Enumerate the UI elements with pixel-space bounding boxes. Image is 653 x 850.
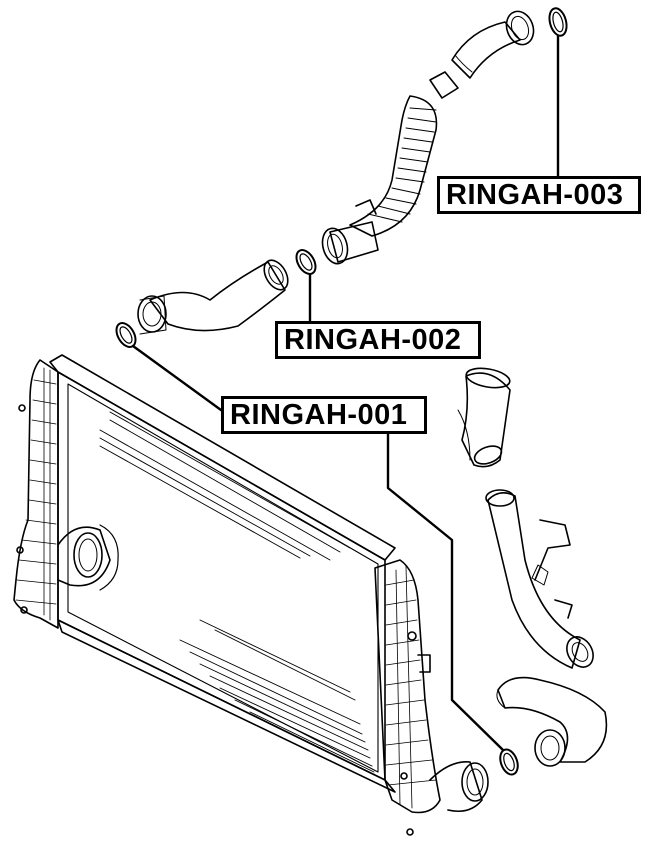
left-tank-bolt-2 — [16, 546, 24, 554]
callout-ringah-002: RINGAH-002 — [275, 321, 481, 359]
intercooler-top-rail — [49, 354, 396, 561]
top-pipe-assembly — [321, 10, 535, 265]
hose-bracket — [355, 199, 377, 215]
top-elbow-end — [505, 10, 535, 46]
hose-ribs — [367, 107, 437, 223]
intercooler-right-tank — [374, 559, 441, 814]
callout-ringah-001: RINGAH-001 — [221, 396, 427, 434]
top-elbow — [451, 21, 521, 79]
o-ring-001-lower — [499, 748, 519, 776]
right-tank-grid — [385, 565, 437, 809]
leader-001-upper — [131, 344, 223, 412]
left-outlet-pipe — [57, 526, 111, 587]
hose-lower-opening — [321, 227, 349, 265]
o-ring-003 — [548, 7, 568, 37]
right-tank-bolt-2 — [400, 772, 408, 780]
hose-lower-end — [329, 221, 379, 263]
corrugated-hose — [349, 95, 438, 237]
right-tank-bracket — [417, 654, 431, 673]
left-tank-grid — [15, 367, 57, 621]
intercooler-core-inner — [67, 383, 379, 773]
right-upper-elbow — [461, 372, 511, 468]
right-tank-bolt — [407, 631, 417, 641]
left-outlet-shape — [99, 524, 119, 591]
intercooler-fins — [99, 411, 375, 773]
right-outlet-flange — [461, 762, 489, 802]
top-coupling — [429, 71, 459, 99]
intercooler — [13, 354, 489, 836]
intercooler-bottom-rail — [57, 619, 396, 793]
right-long-pipe — [487, 492, 581, 669]
right-long-pipe-top — [485, 489, 515, 507]
right-pipe-bracket — [534, 519, 571, 581]
right-tank-bolt-3 — [406, 828, 414, 836]
leader-001-lower — [386, 432, 505, 752]
right-lower-hose-end — [534, 729, 566, 767]
o-rings — [115, 7, 568, 776]
right-lower-hose — [497, 676, 608, 763]
middle-hose — [137, 259, 289, 335]
right-outlet-pipe — [429, 761, 483, 813]
leader-lines — [131, 34, 560, 752]
right-long-pipe-end — [566, 636, 594, 668]
left-outlet-flange — [73, 532, 103, 578]
middle-hose-right-end — [263, 259, 289, 291]
middle-hose-body — [149, 261, 286, 332]
intercooler-left-tank — [13, 359, 59, 629]
o-ring-002 — [295, 249, 317, 275]
left-tank-bolt-3 — [20, 606, 28, 614]
right-upper-elbow-top — [465, 367, 511, 389]
left-tank-bolt — [18, 404, 26, 412]
o-ring-001-upper — [115, 322, 137, 348]
callout-ringah-003: RINGAH-003 — [437, 176, 641, 214]
right-pipes — [457, 367, 608, 767]
